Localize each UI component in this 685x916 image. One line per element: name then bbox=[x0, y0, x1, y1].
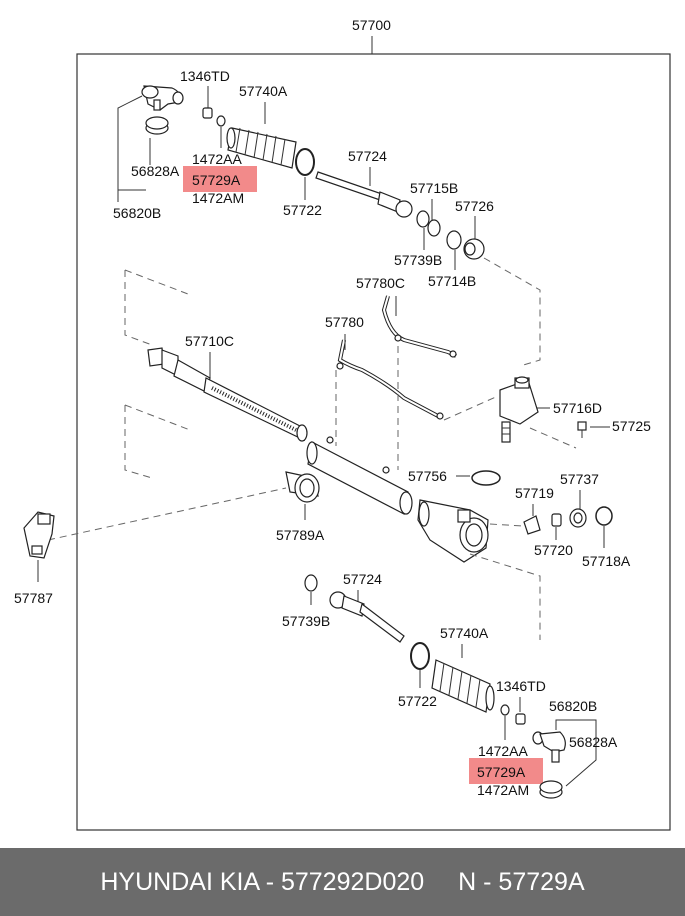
label-57756: 57756 bbox=[408, 468, 447, 484]
clip-ring-bot bbox=[410, 642, 430, 670]
footer-bar: HYUNDAI KIA - 577292D020 N - 57729A bbox=[0, 848, 685, 916]
bolt-57725 bbox=[577, 421, 587, 438]
plug-57737 bbox=[569, 508, 587, 528]
label-57780C: 57780C bbox=[356, 275, 405, 291]
nut-top bbox=[202, 107, 213, 119]
washer-bot bbox=[500, 704, 510, 716]
label-57726: 57726 bbox=[455, 198, 494, 214]
label-57739B-bot: 57739B bbox=[282, 613, 330, 629]
label-57780: 57780 bbox=[325, 314, 364, 330]
boot-bellows-bot bbox=[431, 659, 495, 713]
rack-bar bbox=[147, 347, 308, 442]
dust-cover-top bbox=[145, 116, 169, 135]
label-57724-bot: 57724 bbox=[343, 571, 382, 587]
label-57740A-top: 57740A bbox=[239, 83, 288, 99]
label-1472AA-bot: 1472AA bbox=[478, 743, 528, 759]
footer-reference-number: N - 57729A bbox=[458, 867, 585, 896]
boot-bellows-top bbox=[226, 127, 297, 169]
rack-housing bbox=[306, 436, 413, 515]
highlight-57729A-top bbox=[183, 166, 257, 192]
label-1472AA-top: 1472AA bbox=[192, 151, 242, 167]
dust-cover-bot bbox=[539, 780, 563, 799]
label-57718A: 57718A bbox=[582, 553, 631, 569]
label-57729A-bot: 57729A bbox=[477, 764, 526, 780]
ring-57715B bbox=[427, 219, 441, 237]
footer-brand-part-number: HYUNDAI KIA - 577292D020 bbox=[100, 867, 425, 896]
tie-rod-inner-bot bbox=[329, 591, 405, 643]
lock-washer-bot bbox=[304, 574, 318, 592]
tie-rod-inner-top bbox=[315, 171, 413, 218]
label-57737: 57737 bbox=[560, 471, 599, 487]
label-57715B: 57715B bbox=[410, 180, 458, 196]
yoke-57719 bbox=[523, 515, 541, 535]
label-1472AM-bot: 1472AM bbox=[477, 782, 529, 798]
o-ring-57756 bbox=[471, 470, 501, 486]
valve-body bbox=[499, 376, 539, 443]
label-57740A-bot: 57740A bbox=[440, 625, 489, 641]
label-1472AM-top: 1472AM bbox=[192, 190, 244, 206]
feed-tube-upper bbox=[381, 295, 457, 358]
lock-washer-top bbox=[416, 210, 430, 228]
bracket-57787 bbox=[23, 511, 55, 559]
label-57725: 57725 bbox=[612, 418, 651, 434]
label-57722-bot: 57722 bbox=[398, 693, 437, 709]
nut-bot bbox=[515, 713, 526, 725]
washer-top bbox=[216, 115, 226, 127]
bushing-57789A bbox=[285, 471, 320, 503]
label-57720: 57720 bbox=[534, 542, 573, 558]
highlight-57729A-bot bbox=[469, 758, 543, 784]
label-57716D: 57716D bbox=[553, 400, 602, 416]
label-56820B-top: 56820B bbox=[113, 205, 161, 221]
yoke-plug-top bbox=[446, 230, 485, 260]
label-57789A: 57789A bbox=[276, 527, 325, 543]
gear-housing bbox=[417, 499, 489, 563]
label-1346TD-bot: 1346TD bbox=[496, 678, 546, 694]
label-56820B-bot: 56820B bbox=[549, 698, 597, 714]
ring-57718A bbox=[595, 506, 613, 526]
label-assembly: 57700 bbox=[352, 17, 391, 33]
label-56828A-bot: 56828A bbox=[569, 734, 618, 750]
label-57719: 57719 bbox=[515, 485, 554, 501]
label-57714B: 57714B bbox=[428, 273, 476, 289]
label-1346TD-top: 1346TD bbox=[180, 68, 230, 84]
tie-rod-end-top bbox=[141, 85, 184, 111]
label-57787: 57787 bbox=[14, 590, 53, 606]
label-57739B-top: 57739B bbox=[394, 252, 442, 268]
spring-57720 bbox=[551, 513, 562, 527]
label-57729A-top: 57729A bbox=[192, 172, 241, 188]
label-57724-top: 57724 bbox=[348, 148, 387, 164]
diagram-frame bbox=[76, 53, 671, 831]
tie-rod-end-bot bbox=[532, 731, 566, 763]
clip-ring-top bbox=[295, 148, 315, 176]
parts-diagram: 57700 1346TD 1472AA 56828A 57729A 1472AM… bbox=[14, 17, 671, 831]
label-57722-top: 57722 bbox=[283, 202, 322, 218]
feed-tube-lower bbox=[336, 339, 444, 420]
label-56828A-top: 56828A bbox=[131, 163, 180, 179]
label-57710C: 57710C bbox=[185, 333, 234, 349]
